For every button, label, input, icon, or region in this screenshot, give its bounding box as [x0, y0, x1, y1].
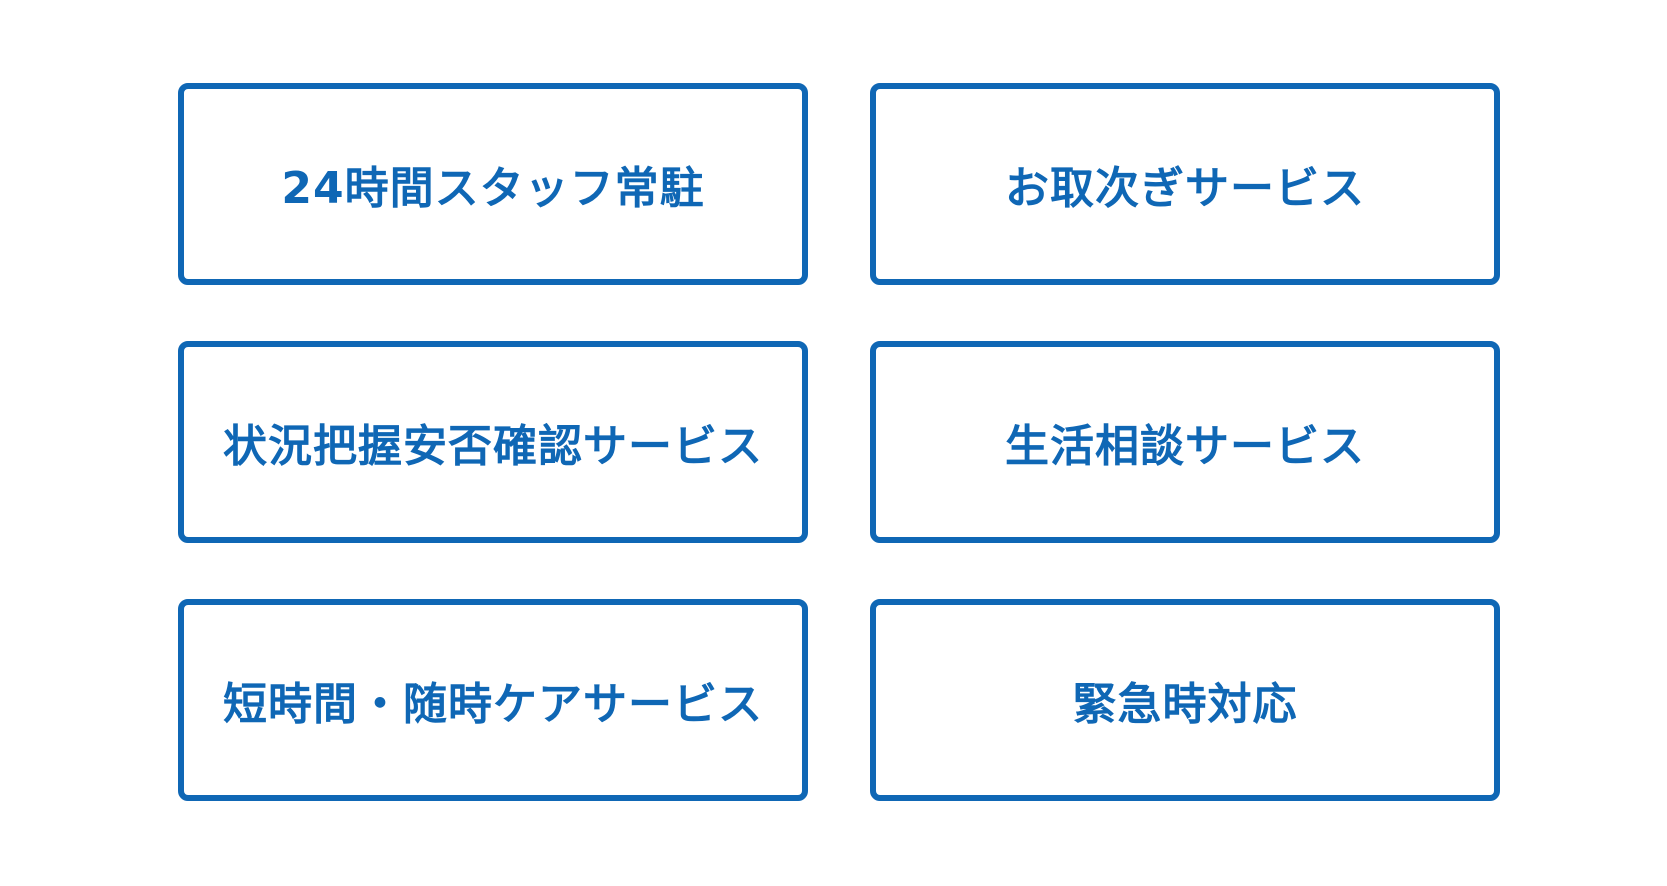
service-label: 短時間・随時ケアサービス [223, 679, 763, 730]
service-label: 24時間スタッフ常駐 [281, 163, 705, 214]
service-label: 緊急時対応 [1072, 679, 1298, 730]
service-box-life-consultation: 生活相談サービス [870, 341, 1500, 543]
service-label: お取次ぎサービス [1005, 163, 1365, 214]
service-box-24h-staff: 24時間スタッフ常駐 [178, 83, 808, 285]
service-grid: 24時間スタッフ常駐 お取次ぎサービス 状況把握安否確認サービス 生活相談サービ… [178, 83, 1500, 801]
service-label: 生活相談サービス [1005, 421, 1365, 472]
service-box-short-care: 短時間・随時ケアサービス [178, 599, 808, 801]
service-label: 状況把握安否確認サービス [223, 421, 763, 472]
service-box-emergency: 緊急時対応 [870, 599, 1500, 801]
service-box-safety-check: 状況把握安否確認サービス [178, 341, 808, 543]
service-box-relay-service: お取次ぎサービス [870, 83, 1500, 285]
